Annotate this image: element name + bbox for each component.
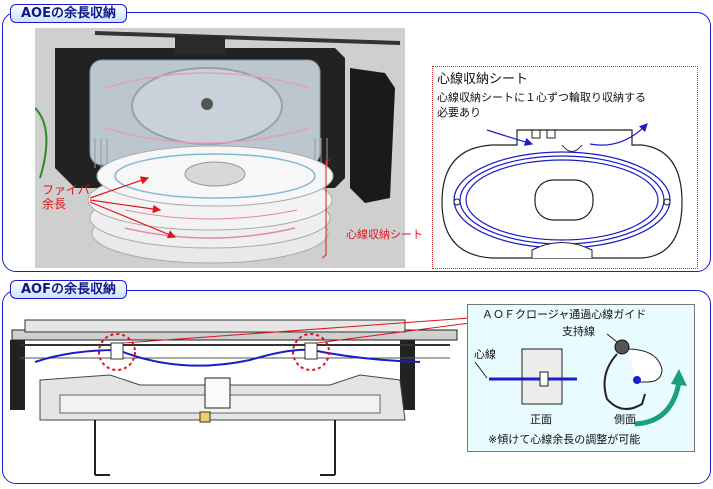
adjust-note: ※傾けて心線余長の調整が可能 — [488, 433, 641, 446]
callout-fiber: ファイバ 余長 — [42, 183, 90, 211]
sheet-detail-title: 心線収納シート — [437, 72, 529, 87]
sheet-detail-desc: 心線収納シートに１心ずつ輪取り収納する 必要あり — [437, 91, 646, 119]
label-core: 心線 — [474, 348, 496, 361]
callout-sheet: 心線収納シート — [346, 228, 423, 241]
label-front: 正面 — [530, 413, 552, 426]
label-support: 支持線 — [562, 325, 595, 338]
aof-closure-drawing — [10, 317, 470, 476]
guide-title: ＡＯＦクロージャ通過心線ガイド — [482, 308, 647, 321]
aoe-closure-photo — [35, 28, 405, 268]
tab-aof: AOFの余長収納 — [10, 280, 127, 299]
guide-drawing — [474, 333, 687, 427]
tab-aoe: AOEの余長収納 — [10, 4, 127, 23]
label-side: 側面 — [614, 413, 636, 426]
sheet-drawing — [441, 123, 683, 259]
